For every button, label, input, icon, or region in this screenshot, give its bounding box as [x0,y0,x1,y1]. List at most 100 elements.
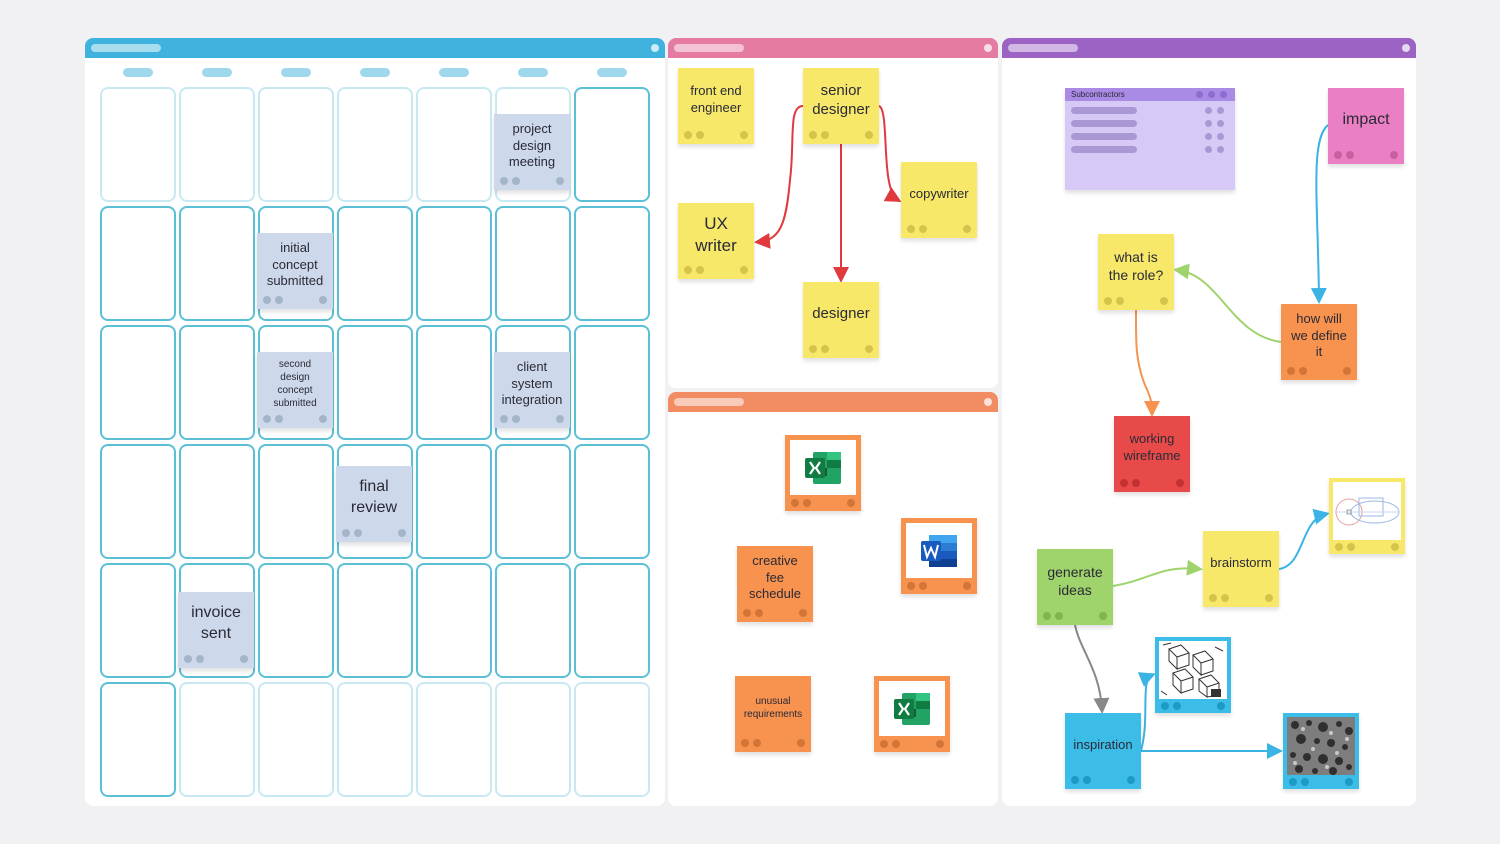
subcontractors-table[interactable]: Subcontractors [1065,88,1235,190]
calendar-day-cell[interactable] [258,682,334,797]
note-text: client system integration [501,358,563,408]
calendar-note[interactable]: project design meeting [494,114,570,190]
note-text: inspiration [1073,736,1133,752]
calendar-note[interactable]: client system integration [494,352,570,428]
mindmap-note-what-is-the-role[interactable]: what is the role? [1098,234,1174,310]
note-text: impact [1342,110,1390,128]
excel-file-card[interactable] [785,435,861,511]
files-note-unusual-requirements[interactable]: unusual requirements [735,676,811,752]
mindmap-note-impact[interactable]: impact [1328,88,1404,164]
note-text: designer [812,305,870,323]
note-text: invoice sent [191,604,241,642]
calendar-note[interactable]: invoice sent [178,592,254,668]
mindmap-note-how-will-we-define-it[interactable]: how will we define it [1281,304,1357,380]
calendar-panel [85,38,665,806]
files-panel-header[interactable] [668,392,998,412]
mindmap-panel-header[interactable] [1002,38,1416,58]
note-text: front end engineer [690,83,742,115]
subcontractors-header: Subcontractors [1065,88,1235,101]
panel-menu-dot[interactable] [651,44,659,52]
calendar-day-cell[interactable] [179,682,255,797]
panel-title-placeholder [674,44,744,52]
mindmap-note-generate-ideas[interactable]: generate ideas [1037,549,1113,625]
calendar-day-cell[interactable] [495,563,571,678]
texture-image [1287,717,1355,775]
calendar-day-cell[interactable] [574,563,650,678]
mindmap-note-brainstorm[interactable]: brainstorm [1203,531,1279,607]
word-file-card[interactable] [901,518,977,594]
team-note-front-end-engineer[interactable]: front end engineer [678,68,754,144]
team-note-senior-designer[interactable]: senior designer [803,68,879,144]
calendar-day-cell[interactable] [179,87,255,202]
calendar-day-cell[interactable] [416,444,492,559]
calendar-day-cell[interactable] [179,325,255,440]
cubes-sketch-image [1160,642,1224,698]
mindmap-note-inspiration[interactable]: inspiration [1065,713,1141,789]
calendar-day-cell[interactable] [495,682,571,797]
calendar-note[interactable]: initial concept submitted [257,233,333,309]
team-note-ux-writer[interactable]: UX writer [678,203,754,279]
calendar-day-cell[interactable] [337,325,413,440]
calendar-note[interactable]: final review [336,466,412,542]
calendar-day-cell[interactable] [179,444,255,559]
calendar-note[interactable]: second design concept submitted [257,352,333,428]
calendar-day-cell[interactable] [258,444,334,559]
team-note-copywriter[interactable]: copywriter [901,162,977,238]
calendar-day-cell[interactable] [100,444,176,559]
excel-file-card[interactable] [874,676,950,752]
team-note-designer[interactable]: designer [803,282,879,358]
calendar-column-header [597,68,627,77]
calendar-column-header [439,68,469,77]
note-text: final review [350,478,398,516]
wireframe-sketch-image [1335,497,1400,526]
calendar-day-cell[interactable] [100,325,176,440]
calendar-day-cell[interactable] [100,682,176,797]
calendar-column-header [281,68,311,77]
excel-icon [894,692,930,725]
calendar-day-cell[interactable] [337,206,413,321]
panel-menu-dot[interactable] [1402,44,1410,52]
note-text: generate ideas [1047,563,1103,598]
note-text: copywriter [909,185,969,201]
note-text: what is the role? [1108,248,1164,283]
calendar-day-cell[interactable] [416,682,492,797]
calendar-day-cell[interactable] [258,563,334,678]
inspiration-image-card[interactable] [1155,637,1231,713]
panel-title-placeholder [674,398,744,406]
calendar-day-cell[interactable] [495,206,571,321]
calendar-day-cell[interactable] [258,87,334,202]
calendar-day-cell[interactable] [337,563,413,678]
calendar-day-cell[interactable] [337,87,413,202]
panel-menu-dot[interactable] [984,44,992,52]
calendar-day-cell[interactable] [416,206,492,321]
files-note-creative-fee-schedule[interactable]: creative fee schedule [737,546,813,622]
note-text: senior designer [812,81,870,119]
note-text: UX writer [695,213,737,255]
inspiration-image-card[interactable] [1283,713,1359,789]
panel-menu-dot[interactable] [984,398,992,406]
calendar-day-cell[interactable] [416,563,492,678]
calendar-day-cell[interactable] [100,563,176,678]
note-text: initial concept submitted [266,239,324,289]
note-text: creative fee schedule [748,552,802,602]
team-panel-header[interactable] [668,38,998,58]
calendar-day-cell[interactable] [574,682,650,797]
calendar-day-cell[interactable] [416,325,492,440]
mindmap-note-working-wireframe[interactable]: working wireframe [1114,416,1190,492]
calendar-day-cell[interactable] [574,444,650,559]
word-icon [921,534,957,567]
calendar-day-cell[interactable] [337,682,413,797]
calendar-day-cell[interactable] [574,206,650,321]
calendar-day-cell[interactable] [179,206,255,321]
note-text: second design concept submitted [273,359,317,409]
calendar-day-cell[interactable] [100,206,176,321]
calendar-day-cell[interactable] [100,87,176,202]
calendar-day-cell[interactable] [416,87,492,202]
calendar-day-cell[interactable] [574,87,650,202]
wireframe-sketch-card[interactable] [1329,478,1405,554]
calendar-day-cell[interactable] [574,325,650,440]
note-text: how will we define it [1291,310,1347,360]
calendar-day-cell[interactable] [495,444,571,559]
calendar-panel-header[interactable] [85,38,665,58]
note-text: unusual requirements [743,696,803,720]
